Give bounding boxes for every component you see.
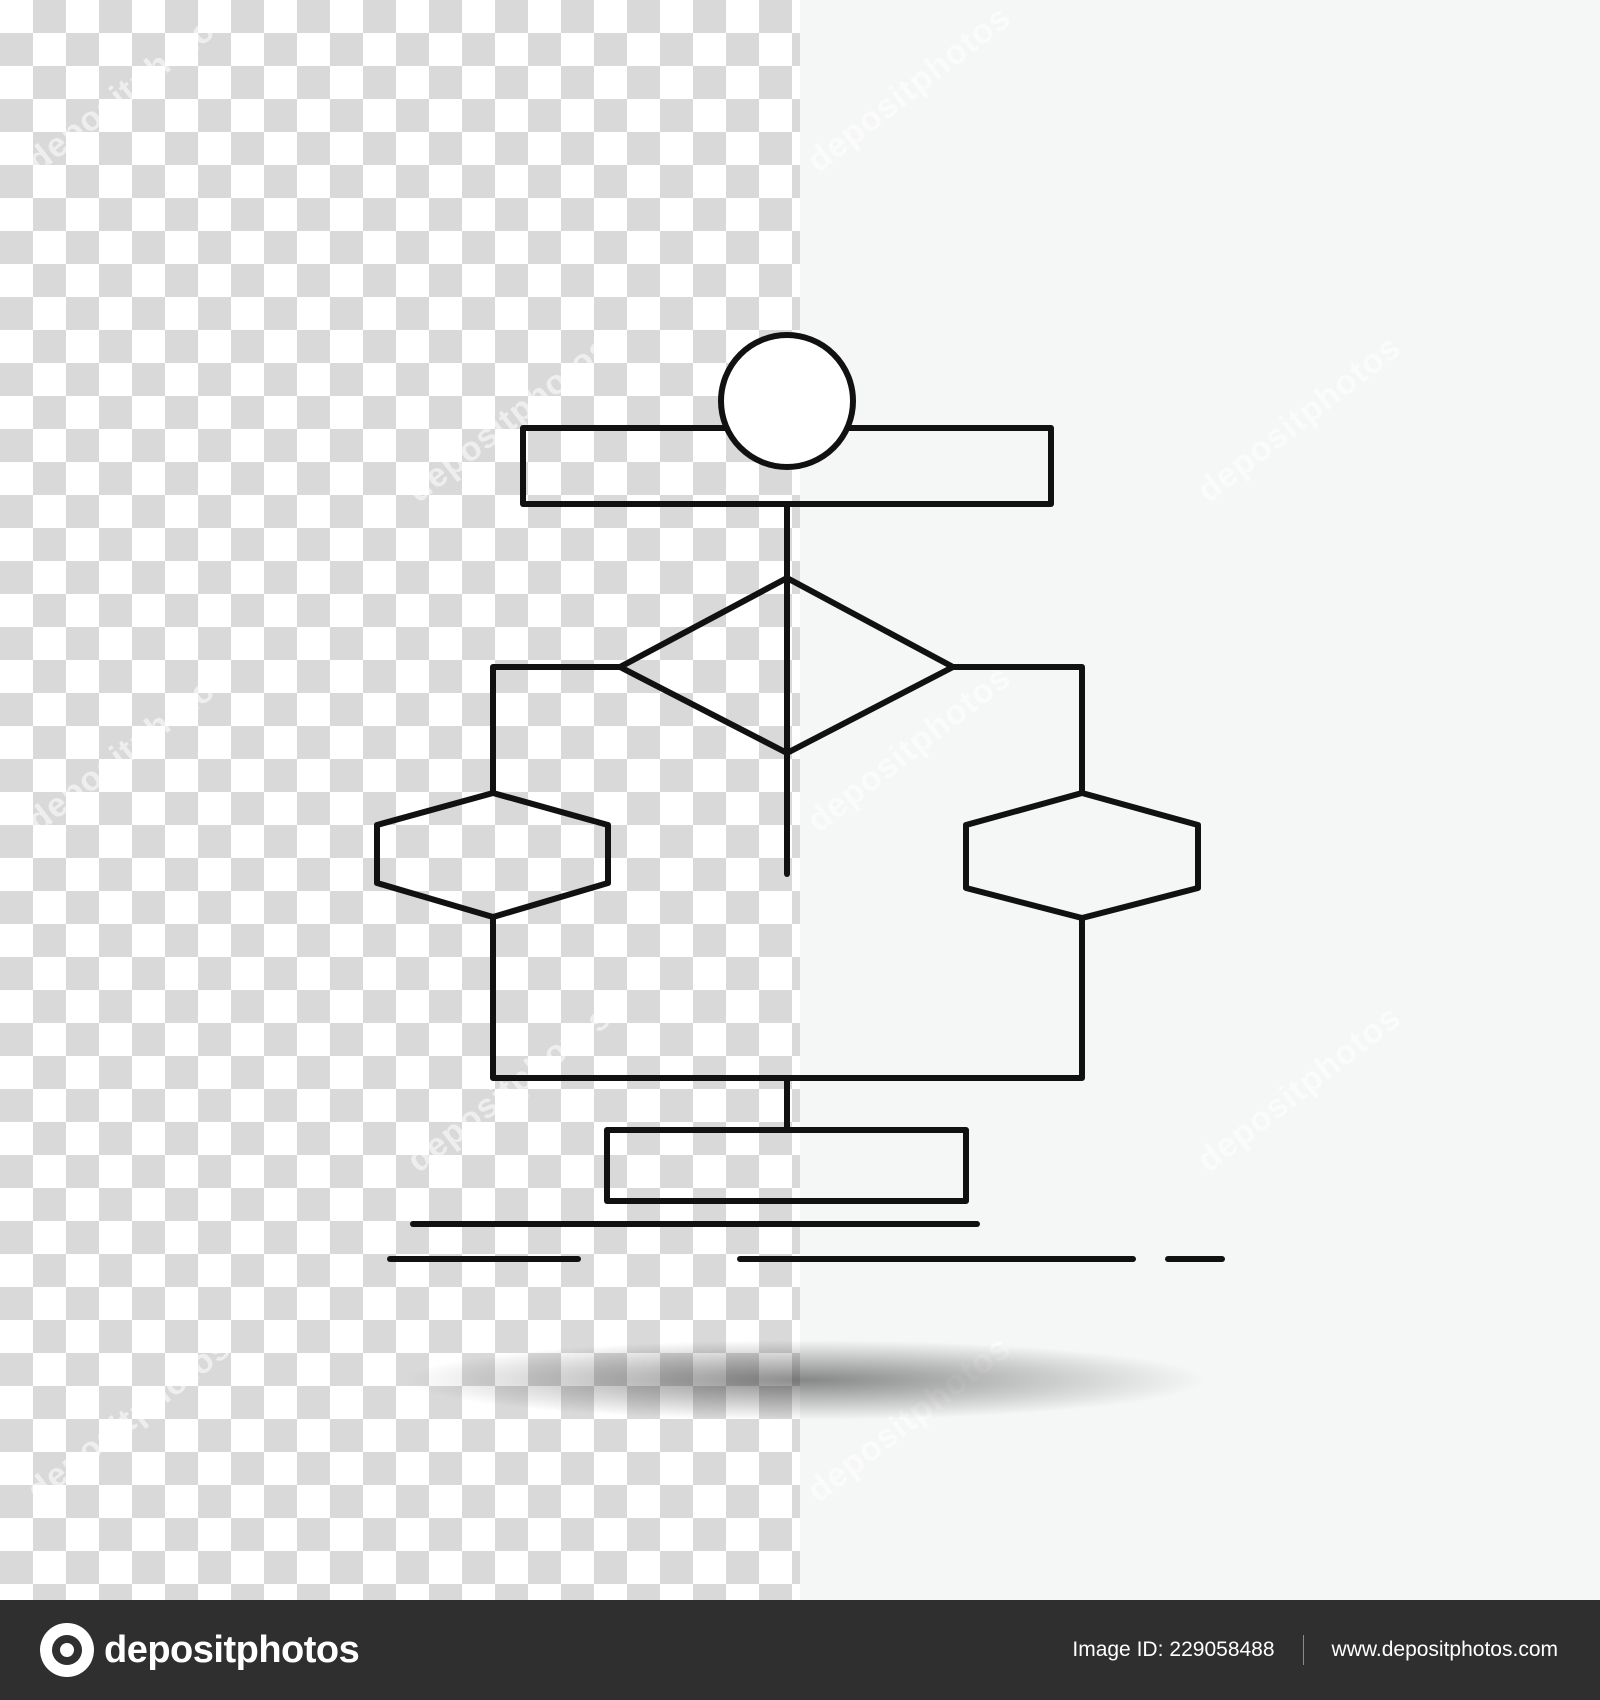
logo-icon [40,1623,94,1677]
right-hexagon [963,790,1201,921]
merge-connector [490,914,1085,1081]
brand-logo[interactable]: depositphotos [40,1623,360,1677]
website-link[interactable]: www.depositphotos.com [1331,1638,1558,1661]
right-branch-connector [950,664,1085,796]
left-hexagon [374,790,611,920]
algorithm-flowchart-icon [374,332,1225,1420]
logo-text: depositphotos [104,1628,360,1671]
image-id-value: 229058488 [1169,1638,1275,1661]
footer-divider [1302,1635,1304,1665]
footer-info: Image ID: 229058488 www.depositphotos.co… [1072,1635,1558,1665]
image-id-label: Image ID: [1072,1638,1164,1661]
left-branch-connector [490,664,623,796]
plain-background-panel [800,0,1600,1600]
decision-diamond [617,575,956,756]
ground-shadow [405,1340,1205,1420]
bottom-process-box [604,1127,969,1204]
start-circle [718,332,856,470]
footer-bar: depositphotos Image ID: 229058488 www.de… [0,1600,1600,1700]
transparency-checkerboard [0,0,800,1600]
